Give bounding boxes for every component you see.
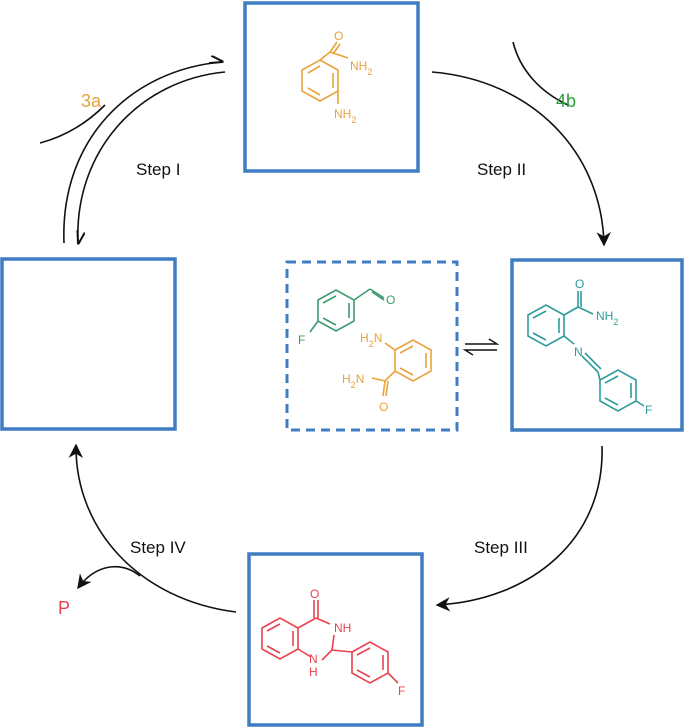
label-step-1: Step I — [136, 160, 180, 179]
imine-o: O — [575, 277, 584, 291]
arrow-step-1-outer — [63, 62, 222, 244]
molecule-anthranilamide — [301, 41, 349, 104]
label-step-2: Step II — [477, 160, 526, 179]
label-step-3: Step III — [474, 538, 528, 557]
product-f: F — [398, 684, 405, 698]
product-h-lower: H — [309, 665, 318, 679]
imine-f: F — [645, 403, 652, 417]
imine-amide: NH2 — [596, 309, 618, 327]
aldehyde-o: O — [386, 293, 395, 307]
box-right — [510, 258, 684, 432]
arrow-3a-release — [39, 104, 106, 144]
equilibrium-arrows-icon — [462, 338, 500, 356]
amine-copy-o: O — [379, 400, 388, 414]
label-step-4: Step IV — [130, 538, 186, 557]
label-4b: 4b — [556, 91, 576, 111]
arrow-step-2 — [431, 71, 611, 247]
arrow-step-1-inner — [78, 71, 226, 243]
anthranilamide-amine: NH2 — [334, 107, 356, 125]
amine-copy-amide: H2N — [342, 372, 364, 390]
molecule-aldehyde — [309, 288, 385, 333]
product-o: O — [310, 587, 319, 601]
arrow-step-3 — [435, 445, 603, 612]
product-nh-upper: NH — [334, 621, 351, 635]
box-left — [0, 257, 177, 431]
label-p: P — [58, 598, 70, 618]
molecule-amine-copy — [371, 339, 432, 397]
anthranilamide-amide: NH2 — [350, 59, 372, 77]
box-center-dashed — [285, 260, 459, 432]
molecule-product — [261, 600, 399, 684]
aldehyde-f: F — [298, 333, 305, 347]
arrow-p-release — [77, 566, 141, 590]
molecule-imine — [527, 291, 645, 412]
amine-copy-amine: H2N — [360, 331, 382, 349]
arrow-4b-entry — [512, 41, 569, 106]
imine-n: N — [574, 345, 583, 359]
product-n-lower: N — [309, 652, 318, 666]
arrow-step-4 — [68, 443, 237, 613]
anthranilamide-o: O — [334, 29, 343, 43]
box-top — [243, 1, 420, 173]
box-bottom — [247, 552, 424, 727]
label-3a: 3a — [81, 91, 102, 111]
